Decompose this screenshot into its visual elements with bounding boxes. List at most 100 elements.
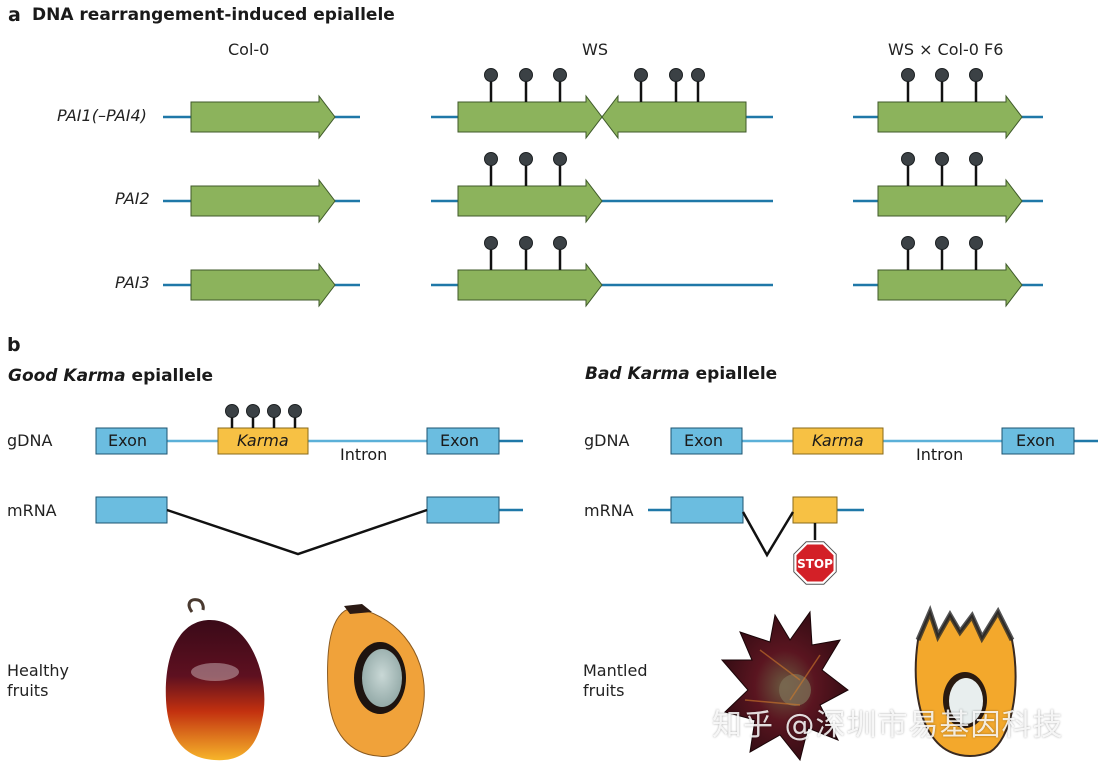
good-karma-title: Good Karma epiallele: [8, 366, 213, 386]
methylation-mark: [553, 152, 567, 186]
gene-arrow: [190, 262, 336, 308]
healthy-fruits-label: Healthy fruits: [7, 661, 69, 701]
methylation-mark: [519, 236, 533, 270]
ws-locus: [431, 152, 773, 224]
methylation-mark: [519, 152, 533, 186]
panel-a-letter: a: [8, 4, 21, 26]
stop-sign-face: [796, 544, 834, 582]
healthy-fruit-section-image: [327, 604, 425, 757]
watermark-text: 知乎 @深圳市易基因科技: [712, 708, 1064, 743]
methyl-head: [691, 68, 705, 82]
gene-arrow: [457, 262, 603, 308]
methyl-head: [519, 68, 533, 82]
methyl-head: [935, 68, 949, 82]
exon-box: [426, 427, 500, 455]
column-header-ws: WS: [582, 40, 608, 59]
gene-label-pai2: PAI2: [115, 189, 150, 208]
gene-arrow: [190, 94, 336, 140]
gdna-structure: [670, 427, 1098, 455]
methylation-mark: [553, 68, 567, 102]
bad-karma-title-rest: epiallele: [689, 364, 778, 384]
column-header-f6: WS × Col-0 F6: [888, 40, 1004, 59]
methylation-mark: [691, 68, 705, 102]
methyl-head: [901, 152, 915, 166]
methylation-mark: [484, 152, 498, 186]
gene-arrow-forward: [457, 94, 603, 140]
mantled-fruits-label-line2: fruits: [583, 681, 625, 700]
methylation-mark: [901, 68, 915, 102]
methyl-head: [969, 236, 983, 250]
methylation-mark: [935, 152, 949, 186]
gene-row-0: [163, 68, 1043, 140]
methyl-head: [484, 236, 498, 250]
methyl-head: [969, 68, 983, 82]
panel-b-drawing: STOP: [95, 404, 1098, 585]
gene-arrow-reverse: [601, 94, 747, 140]
karma-box: [217, 427, 309, 455]
panel-a-drawing: [163, 68, 1043, 308]
methylation-mark: [484, 68, 498, 102]
ws-locus: [431, 236, 773, 308]
f6-locus: [853, 152, 1043, 224]
exon-box: [95, 427, 168, 455]
panel-b-letter: b: [7, 334, 21, 356]
exon-box: [426, 496, 500, 524]
gene-label-pai1: PAI1(–PAI4): [57, 106, 147, 125]
methylation-mark: [901, 152, 915, 186]
healthy-fruits-label-line1: Healthy: [7, 661, 70, 680]
column-header-col0: Col-0: [228, 40, 270, 59]
gene-arrow: [190, 178, 336, 224]
methylation-mark: [935, 236, 949, 270]
methylation-mark: [935, 68, 949, 102]
good-gdna-label: gDNA: [7, 431, 53, 450]
methyl-head: [935, 152, 949, 166]
gene-arrow: [457, 178, 603, 224]
good-intron-label: Intron: [340, 445, 388, 464]
exon-box: [670, 496, 744, 524]
good-exon1-label: Exon: [108, 431, 148, 450]
good-exon2-label: Exon: [440, 431, 480, 450]
methyl-head: [267, 404, 281, 418]
bad-exon2-label: Exon: [1016, 431, 1056, 450]
methylation-mark: [634, 68, 648, 102]
methyl-head: [246, 404, 260, 418]
methyl-head: [519, 152, 533, 166]
methylation-mark: [246, 404, 260, 428]
methylation-mark: [484, 236, 498, 270]
methyl-head: [484, 68, 498, 82]
methyl-head: [484, 152, 498, 166]
methylation-mark: [267, 404, 281, 428]
gene-arrow: [877, 262, 1023, 308]
methyl-head: [935, 236, 949, 250]
ws-locus: [431, 68, 773, 140]
gene-arrow: [877, 94, 1023, 140]
exon-box: [1001, 427, 1075, 455]
mantled-fruits-label-line1: Mantled: [583, 661, 648, 680]
healthy-fruit-whole-image: [165, 598, 265, 761]
methylation-mark: [519, 68, 533, 102]
methylation-mark: [901, 236, 915, 270]
splice-junction-line: [166, 508, 428, 556]
gene-label-pai3: PAI3: [115, 273, 150, 292]
gdna-structure: [95, 404, 523, 455]
gene-row-1: [163, 152, 1043, 224]
stop-sign-icon: STOP: [793, 541, 837, 585]
methyl-head: [669, 68, 683, 82]
bad-karma-title: Bad Karma epiallele: [585, 364, 777, 384]
methylation-mark: [969, 236, 983, 270]
methyl-head: [225, 404, 239, 418]
splice-junction-line: [741, 511, 795, 558]
exon-box: [95, 496, 168, 524]
healthy-fruits-label-line2: fruits: [7, 681, 49, 700]
methyl-head: [901, 68, 915, 82]
bad-karma-label: Karma: [812, 431, 864, 450]
stop-sign-text: STOP: [797, 557, 833, 571]
methylation-mark: [669, 68, 683, 102]
methylation-mark: [553, 236, 567, 270]
bad-gdna-label: gDNA: [584, 431, 630, 450]
mantled-fruit-section-image: [914, 604, 1017, 757]
good-karma-title-rest: epiallele: [125, 366, 214, 386]
methylation-mark: [288, 404, 302, 428]
bad-karma-title-italic: Bad Karma: [585, 364, 690, 384]
